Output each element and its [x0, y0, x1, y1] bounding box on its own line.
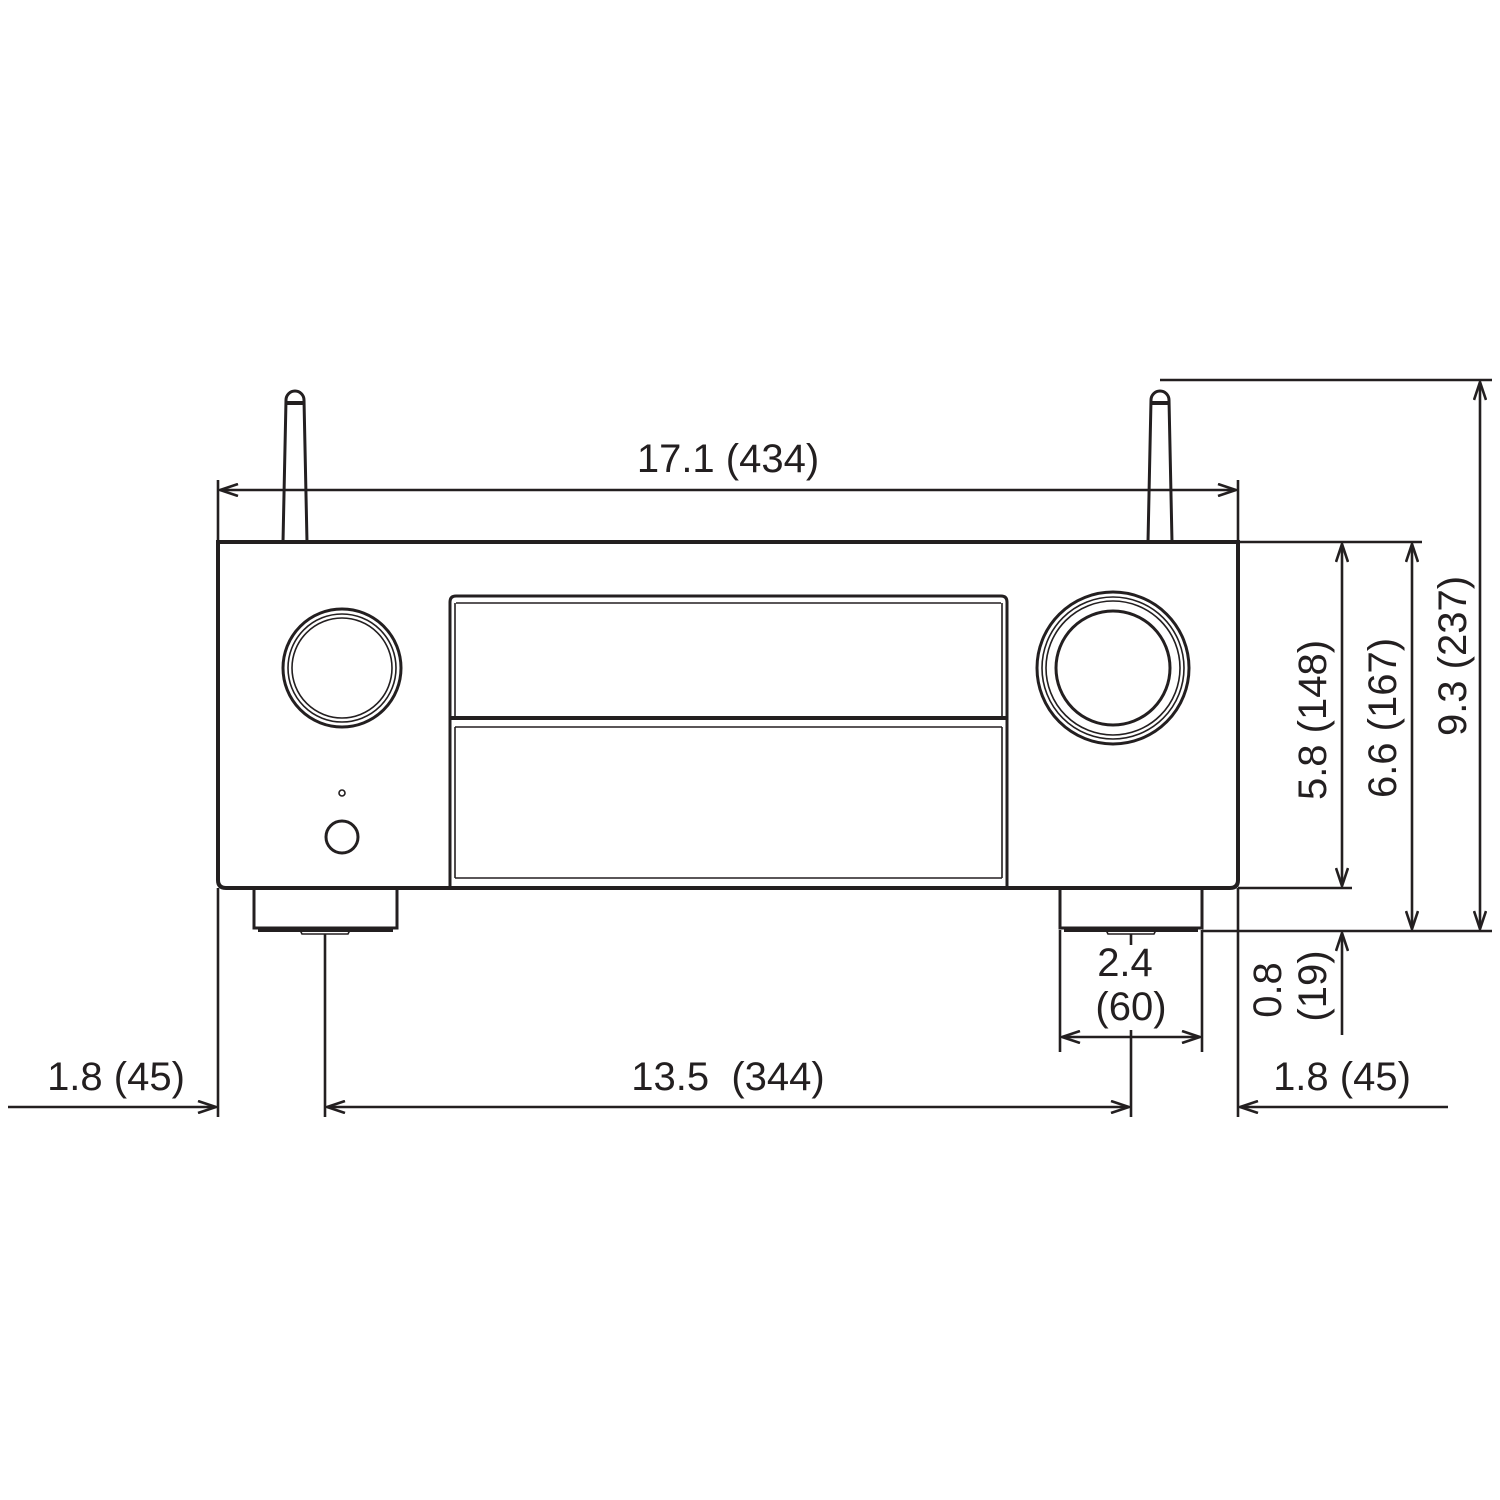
- power-button: [324, 819, 360, 855]
- foot-width-inch-label: 2.4: [1097, 941, 1153, 985]
- power-indicator-led: [338, 789, 346, 797]
- height-with-antenna-label: 9.3 (237): [1431, 576, 1475, 736]
- input-selector-knob: [281, 607, 403, 729]
- front-display-panel: [448, 594, 1009, 888]
- antenna-right: [1146, 389, 1174, 543]
- volume-knob: [1035, 590, 1191, 746]
- foot-height-mm-label: (19): [1291, 950, 1335, 1021]
- left-offset-label: 1.8 (45): [47, 1055, 185, 1099]
- right-offset-label: 1.8 (45): [1273, 1055, 1411, 1099]
- foot-width-mm-label: (60): [1095, 985, 1166, 1029]
- antenna-left: [281, 389, 309, 543]
- foot-right: [1058, 888, 1204, 935]
- height-with-feet-label: 6.6 (167): [1361, 638, 1405, 798]
- foot-spacing-label: 13.5 (344): [631, 1055, 824, 1099]
- extension-lines: [216, 378, 1492, 1117]
- receiver-body: [216, 540, 1240, 890]
- overall-width-label: 17.1 (434): [637, 437, 819, 481]
- body-height-label: 5.8 (148): [1291, 640, 1335, 800]
- foot-left: [252, 888, 399, 935]
- foot-height-inch-label: 0.8: [1246, 962, 1290, 1018]
